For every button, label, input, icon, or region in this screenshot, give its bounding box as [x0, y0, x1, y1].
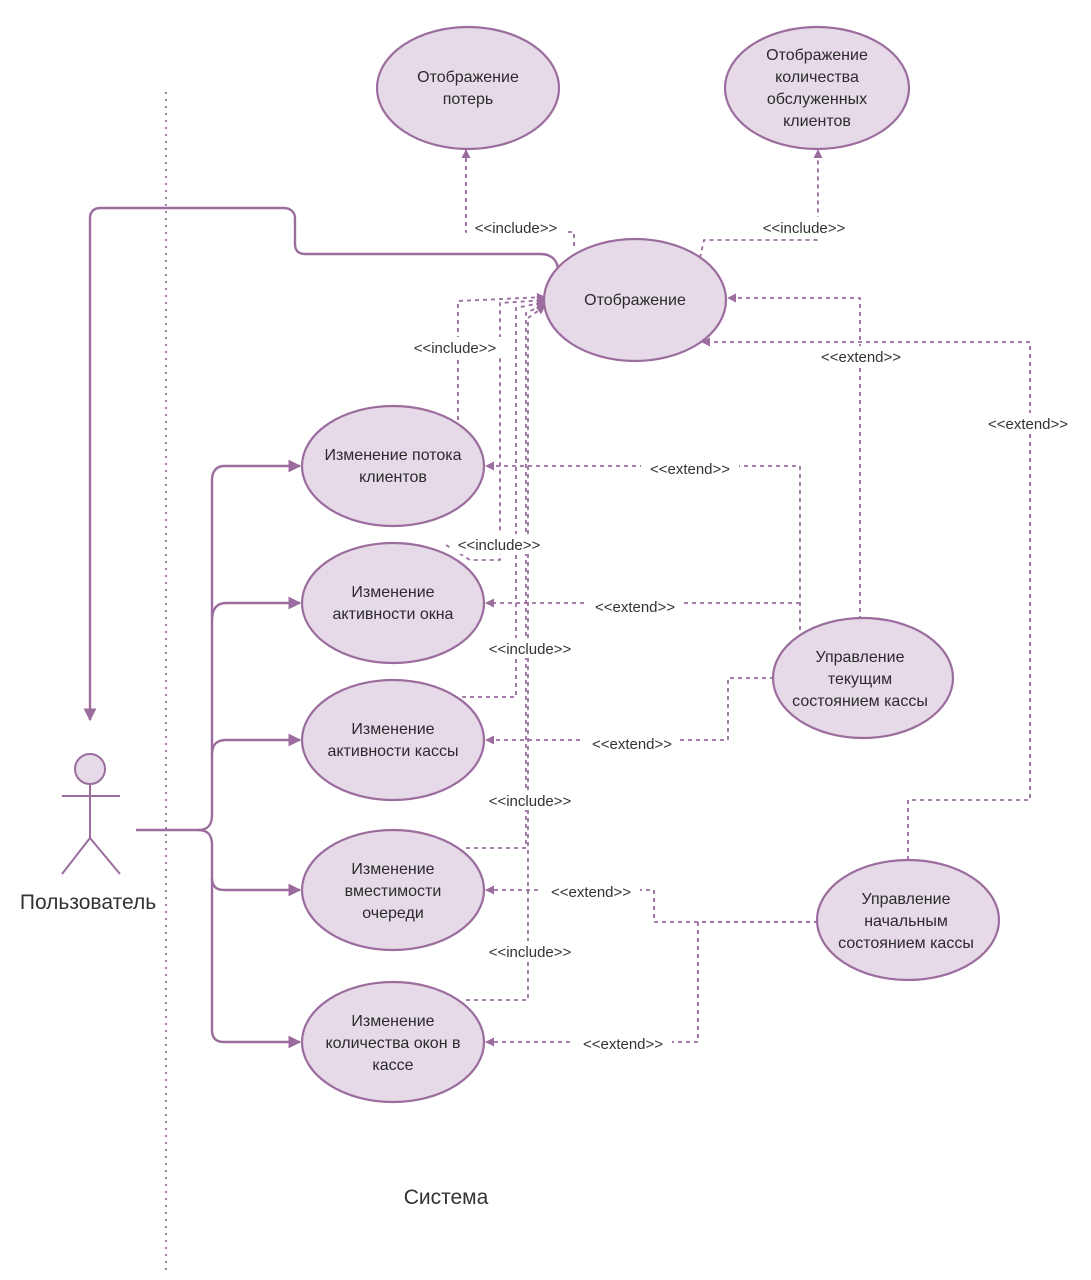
include-label-served: <<include>>	[763, 220, 846, 237]
svg-text:Изменение потока: Изменение потока	[324, 447, 461, 464]
include-cash-display	[462, 299, 546, 698]
svg-text:состоянием кассы: состоянием кассы	[792, 693, 928, 710]
include-label-cash: <<include>>	[489, 641, 572, 658]
svg-text:Изменение: Изменение	[351, 1013, 434, 1030]
use-case-display: Отображение	[542, 237, 728, 363]
use-case-change-windows-count: Изменение количества окон в кассе	[300, 980, 486, 1104]
association-user-to-queue	[197, 828, 302, 897]
include-flow-display	[457, 292, 546, 420]
extend-cash	[485, 677, 774, 745]
actor-user: Пользователь	[20, 753, 156, 914]
include-label-losses: <<include>>	[475, 220, 558, 237]
use-case-manage-current: Управление текущим состоянием кассы	[771, 616, 955, 740]
include-window-display	[445, 296, 546, 561]
include-queue-display	[466, 303, 546, 849]
svg-text:кассе: кассе	[372, 1057, 413, 1074]
include-label-window: <<include>>	[458, 537, 541, 554]
svg-text:состоянием кассы: состоянием кассы	[838, 935, 974, 952]
use-case-display-losses: Отображение потерь	[375, 25, 561, 151]
use-case-display-served: Отображение количества обслуженных клиен…	[723, 25, 911, 151]
extend-queue	[485, 885, 818, 923]
svg-text:Управление: Управление	[862, 891, 951, 908]
svg-text:Изменение: Изменение	[351, 584, 434, 601]
association-user-to-cash	[210, 733, 302, 756]
extend-current-display	[727, 293, 861, 620]
svg-text:Отображение: Отображение	[766, 47, 868, 64]
include-label-flow: <<include>>	[414, 340, 497, 357]
svg-text:обслуженных: обслуженных	[767, 91, 867, 108]
svg-text:потерь: потерь	[443, 91, 494, 108]
svg-text:вместимости: вместимости	[345, 883, 442, 900]
extend-label-cash: <<extend>>	[592, 736, 672, 753]
extend-label-queue: <<extend>>	[551, 884, 631, 901]
extend-flow	[485, 461, 801, 630]
actor-right-leg	[89, 837, 121, 875]
extend-label-initial-display: <<extend>>	[988, 416, 1068, 433]
extend-label-flow: <<extend>>	[650, 461, 730, 478]
extend-initial-display	[701, 337, 1031, 860]
svg-text:Отображение: Отображение	[584, 292, 686, 309]
include-display-served	[699, 149, 823, 259]
svg-text:начальным: начальным	[864, 913, 948, 930]
svg-text:клиентов: клиентов	[783, 113, 851, 130]
svg-text:клиентов: клиентов	[359, 469, 427, 486]
svg-text:Отображение: Отображение	[417, 69, 519, 86]
use-case-change-window: Изменение активности окна	[300, 541, 486, 665]
include-label-queue: <<include>>	[489, 793, 572, 810]
extend-label-window: <<extend>>	[595, 599, 675, 616]
include-count-display	[466, 305, 546, 1001]
svg-text:Изменение: Изменение	[351, 721, 434, 738]
svg-text:Изменение: Изменение	[351, 861, 434, 878]
use-case-change-flow: Изменение потока клиентов	[300, 404, 486, 528]
extend-label-count: <<extend>>	[583, 1036, 663, 1053]
svg-text:количества окон в: количества окон в	[326, 1035, 461, 1052]
svg-text:количества: количества	[775, 69, 859, 86]
association-display-to-user	[83, 206, 560, 722]
actor-head	[74, 753, 106, 785]
actor-left-leg	[61, 837, 91, 875]
actor-label: Пользователь	[20, 891, 156, 914]
association-user-to-count	[210, 878, 302, 1049]
include-label-count: <<include>>	[489, 944, 572, 961]
use-case-change-cash: Изменение активности кассы	[300, 678, 486, 802]
association-user-to-window	[210, 596, 302, 621]
svg-text:активности окна: активности окна	[333, 606, 454, 623]
svg-text:активности кассы: активности кассы	[327, 743, 458, 760]
svg-text:Управление: Управление	[816, 649, 905, 666]
svg-text:текущим: текущим	[828, 671, 892, 688]
extend-count	[485, 921, 818, 1047]
use-case-manage-initial: Управление начальным состоянием кассы	[815, 858, 1001, 982]
use-case-change-queue: Изменение вместимости очереди	[300, 828, 486, 952]
association-user-to-flow	[136, 459, 302, 832]
svg-text:очереди: очереди	[362, 905, 424, 922]
system-label: Система	[404, 1186, 489, 1209]
extend-label-current-display: <<extend>>	[821, 349, 901, 366]
